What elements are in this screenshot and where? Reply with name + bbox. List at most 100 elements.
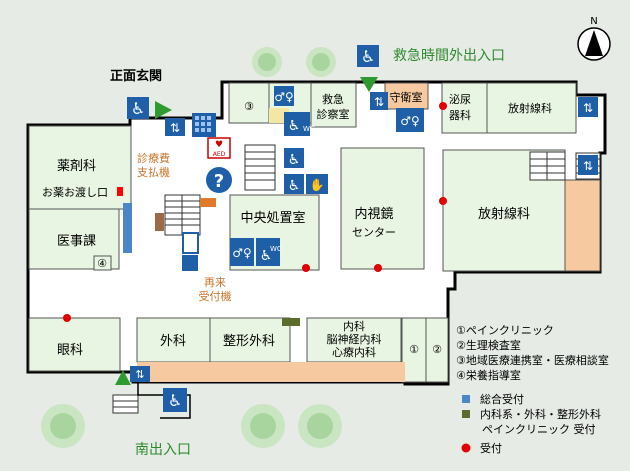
radiology-top-label: 放射線科 (508, 101, 552, 115)
svg-text:✋: ✋ (310, 178, 325, 192)
guard-room (384, 82, 429, 110)
orthopedics-room (209, 317, 291, 363)
svg-text:♂♀: ♂♀ (232, 246, 252, 260)
wheelchair-signs: ♿ ♿ ♿ ♿ ♿ ♿ ♿ (127, 45, 379, 412)
central-treatment-label: 中央処置室 (240, 210, 305, 226)
toilet-signs: ♂♀ ♂♀ ♂♀ ✋ (230, 86, 424, 266)
wheelchair-icon (256, 238, 280, 266)
main-entrance-arrow (155, 101, 172, 119)
radiology-top-room (486, 82, 577, 134)
general-reception-counter (123, 203, 132, 253)
phone-icon (182, 232, 199, 254)
toilet-icon (230, 238, 254, 266)
wheelchair-icon (284, 148, 304, 168)
wheelchair-icon (127, 97, 149, 119)
svg-text:♿: ♿ (288, 178, 301, 194)
elevator-icon (578, 155, 598, 175)
urology-label: 泌尿 (449, 93, 471, 106)
svg-text:⇅: ⇅ (583, 159, 593, 173)
toilet-icon (396, 108, 424, 132)
svg-text:⇅: ⇅ (374, 95, 384, 109)
help-icon (206, 167, 232, 193)
legend-dept-reception: 内科系・外科・整形外科 (480, 407, 601, 421)
endoscopy-center (340, 147, 425, 270)
return-reception-label-2: 受付機 (199, 289, 232, 303)
rooms (28, 82, 601, 383)
aed-sign: ♥ AED (207, 137, 231, 159)
svg-text:♂♀: ♂♀ (274, 90, 294, 104)
legend-general-reception: 総合受付 (480, 392, 524, 406)
legend-reception: 受付 (480, 442, 502, 455)
aed-label: AED (213, 151, 226, 158)
elevator-icon (130, 366, 150, 382)
medical-affairs-label: 医事課 (57, 233, 96, 249)
reception-dot (439, 197, 447, 205)
waiting-area (137, 362, 405, 382)
aed-icon (207, 137, 231, 159)
svg-text:♿: ♿ (131, 99, 145, 118)
ophthalmology-label: 眼科 (57, 343, 83, 358)
urology-room (441, 82, 488, 134)
svg-text:♥: ♥ (215, 140, 223, 150)
svg-text:⇅: ⇅ (583, 101, 593, 115)
phone-grid-icon (192, 113, 216, 137)
room1-label: ① (409, 343, 419, 356)
legend-swatch (461, 443, 471, 453)
svg-text:♿: ♿ (168, 391, 182, 410)
orthopedics-label: 整形外科 (223, 334, 275, 349)
emergency-entrance-label: 救急時間外出入口 (393, 48, 505, 64)
svg-text:?: ? (214, 171, 224, 192)
legend-item: ②生理検査室 (456, 338, 521, 352)
emergency-room-label: 救急 (322, 92, 344, 106)
room4-label: ④ (97, 257, 107, 270)
reception-dot (374, 264, 382, 272)
return-reception-label: 再来 (204, 276, 226, 289)
elevator-icon (370, 92, 388, 110)
bottle-icon (182, 255, 198, 271)
pickup-counter (117, 187, 123, 196)
room2-label: ② (432, 343, 442, 356)
elevator-icon (165, 118, 185, 136)
compass-letter: N (590, 16, 597, 27)
internal-medicine-room (306, 317, 402, 363)
reception-dot (439, 102, 447, 110)
legend-item: ①ペインクリニック (456, 324, 554, 337)
payment-label-2: 支払機 (137, 165, 170, 179)
payment-machine (155, 213, 164, 231)
trees (41, 47, 342, 448)
compass: N (577, 16, 611, 61)
svg-text:♿: ♿ (260, 248, 273, 264)
legend-item: ④栄養指導室 (456, 368, 521, 382)
dept-reception-counter (282, 318, 300, 326)
legend-swatch (462, 395, 470, 403)
surgery-room (136, 317, 211, 363)
svg-text:♿: ♿ (361, 47, 375, 66)
room4-box (93, 255, 112, 271)
svg-text:⇅: ⇅ (170, 121, 180, 135)
reception-dots (63, 102, 447, 322)
surgery-label: 外科 (160, 334, 186, 349)
toilet-wc-label: WC (270, 245, 282, 253)
endoscopy-label: 内視鏡 (354, 206, 393, 222)
wheelchair-icon (357, 45, 379, 67)
legend-swatch (462, 410, 470, 418)
room3 (228, 82, 270, 124)
legend-dept-reception-2: ペインクリニック 受付 (482, 423, 596, 436)
medicine-pickup-label: お薬お渡し口 (42, 185, 108, 199)
pharmacy-label: 薬剤科 (57, 158, 96, 174)
emergency-exam-room (310, 82, 357, 128)
reception-dot (63, 314, 71, 322)
emergency-entrance-arrow (360, 77, 378, 92)
internal-label: 内科 (343, 319, 365, 333)
toilet-wc-label: WC (303, 125, 315, 133)
legend: ①ペインクリニック ②生理検査室 ③地域医療連携室・医療相談室 ④栄養指導室 総… (456, 324, 609, 455)
toilet-icon (274, 86, 294, 106)
elevators: ⇅ ⇅ ⇅ ⇅ ⇅ (130, 92, 598, 382)
wheelchair-icon (284, 112, 310, 136)
internal-label-3: 心療内科 (332, 345, 376, 359)
internal-label-2: 脳神経内科 (327, 332, 382, 346)
wheelchair-icon (284, 174, 304, 194)
south-entrance-label: 南出入口 (135, 442, 191, 458)
south-entrance-arrow (115, 370, 131, 385)
